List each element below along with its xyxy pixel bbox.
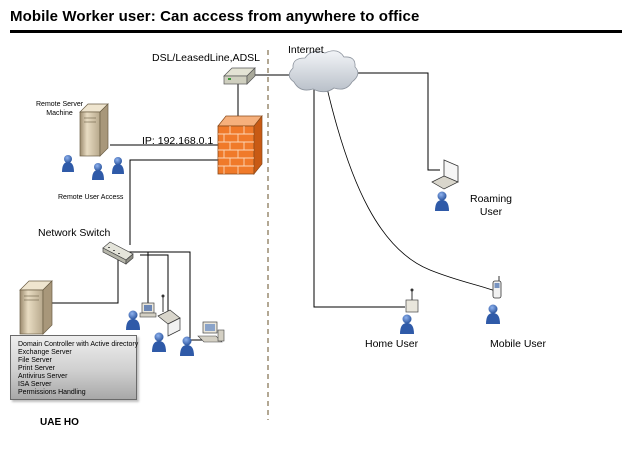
ip-label: IP: 192.168.0.1	[142, 135, 214, 147]
network-switch-label: Network Switch	[38, 227, 111, 239]
user-icon	[92, 163, 104, 180]
mobile-phone-icon	[492, 276, 502, 299]
remote-user-access-label: Remote User Access	[58, 194, 124, 201]
wireless-link	[326, 87, 499, 293]
lan-desktop-pc-icon	[139, 294, 165, 318]
service-item: ISA Server	[18, 381, 52, 388]
switch-to-pc-link	[136, 251, 149, 306]
dsl-label: DSL/LeasedLine,ADSL	[152, 52, 260, 64]
remote-server-label: Remote Server Machine	[36, 101, 84, 117]
home-user-icon	[400, 314, 414, 334]
mobile-user-icon	[486, 304, 500, 324]
user-icon	[152, 332, 166, 352]
service-item: Domain Controller with Active directory	[18, 341, 139, 348]
user-icon	[62, 155, 74, 172]
service-item: Antivirus Server	[18, 373, 68, 380]
roaming-user-icon	[435, 191, 449, 211]
switch-icon	[102, 241, 134, 265]
roaming-user-label: Roaming User	[470, 193, 513, 218]
router-icon	[223, 67, 256, 85]
home-phone-icon	[405, 288, 419, 313]
ho-label: UAE HO	[40, 417, 79, 428]
user-icon	[112, 157, 124, 174]
title-rule	[10, 30, 622, 33]
lan-desktop-workstation-icon	[197, 321, 225, 343]
internet-label: Internet	[288, 44, 324, 56]
page-title: Mobile Worker user: Can access from anyw…	[10, 8, 420, 25]
remote-server-icon	[79, 103, 109, 157]
home-user-label: Home User	[365, 338, 419, 350]
service-item: File Server	[18, 357, 52, 364]
service-item: Print Server	[18, 365, 55, 372]
firewall-to-switch-link	[129, 159, 238, 245]
switch-to-server-link	[48, 258, 119, 304]
ho-server-icon	[19, 280, 53, 335]
switch-to-laptop-link	[140, 254, 169, 318]
cloud-to-roaming-link	[345, 72, 440, 171]
user-icon	[180, 336, 194, 356]
service-item: Exchange Server	[18, 349, 72, 356]
cloud-to-home-link	[313, 88, 405, 308]
user-icon	[126, 310, 140, 330]
switch-to-desktop-link	[126, 251, 205, 341]
mobile-user-label: Mobile User	[490, 338, 547, 350]
firewall-icon	[217, 115, 263, 175]
lan-laptop-icon	[157, 309, 181, 337]
user-icons	[62, 155, 500, 356]
connection-lines	[48, 72, 499, 341]
cloud-icon	[288, 50, 359, 93]
service-item: Permissions Handling	[18, 389, 86, 396]
server-services-box: Domain Controller with Active directory …	[10, 335, 139, 400]
roaming-laptop-icon	[431, 159, 459, 190]
